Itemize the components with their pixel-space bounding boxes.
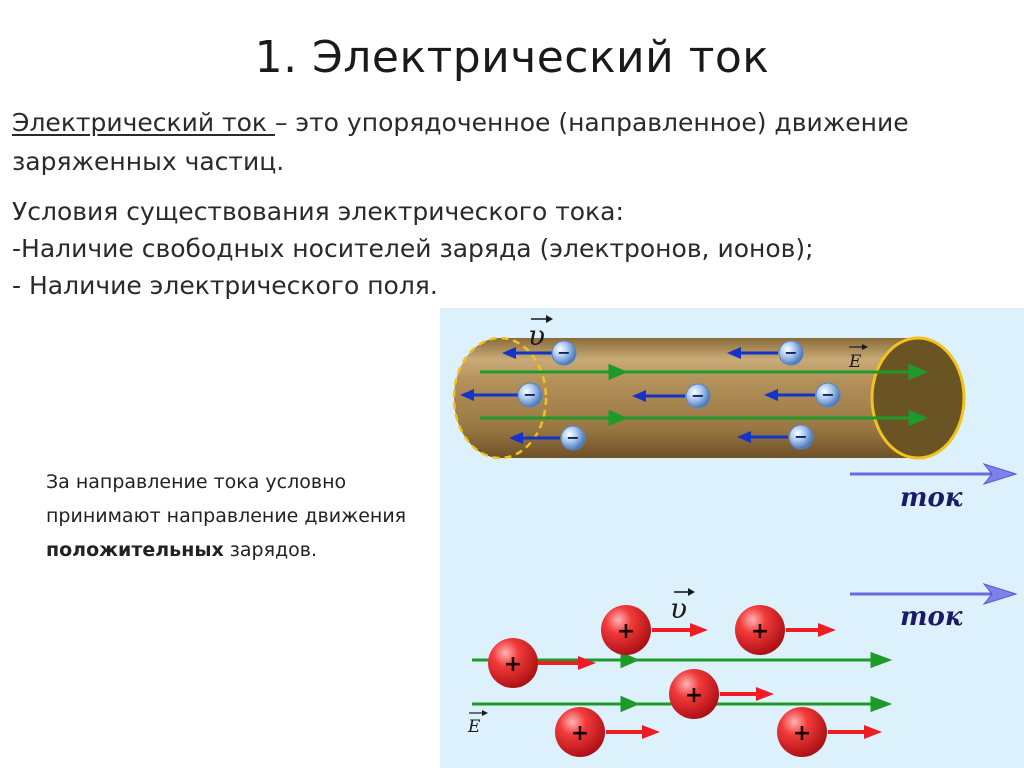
velocity-symbol: υ — [670, 592, 687, 625]
positive-charge: + — [669, 669, 774, 719]
electron: − — [509, 425, 586, 451]
conditions-block: Условия существования электрического ток… — [12, 193, 1012, 304]
definition-term: Электрический ток — [12, 108, 275, 137]
field-label-bottom: E — [467, 710, 488, 737]
electron: − — [502, 340, 577, 366]
definition-paragraph: Электрический ток – это упорядоченное (н… — [12, 103, 1012, 181]
velocity-symbol: υ — [528, 319, 545, 352]
electron-sign: − — [557, 343, 570, 362]
positive-charge: + — [601, 605, 708, 655]
velocity-label-bottom: υ — [670, 588, 695, 625]
current-illustration: − − − − — [440, 308, 1024, 768]
current-arrow-top: ток — [850, 463, 1018, 513]
electron: − — [460, 382, 543, 408]
current-label: ток — [900, 602, 963, 632]
positive-charge: + — [735, 605, 836, 655]
field-lines-conductor — [480, 363, 928, 427]
positive-charge: + — [488, 638, 596, 688]
current-label: ток — [900, 483, 963, 513]
proton-sign: + — [685, 683, 703, 708]
note-text-end: зарядов. — [223, 539, 318, 561]
electron-sign: − — [523, 385, 536, 404]
proton-sign: + — [504, 652, 522, 677]
field-symbol: E — [848, 352, 862, 372]
electron-sign: − — [794, 427, 807, 446]
electrons: − − − − — [460, 340, 841, 451]
note-bold-word: положительных — [46, 539, 224, 561]
electron: − — [727, 340, 804, 366]
positive-charge: + — [555, 707, 660, 757]
slide-title: 1. Электрический ток — [254, 32, 770, 83]
electron-sign: − — [566, 428, 579, 447]
conductor-left-end — [452, 336, 548, 460]
proton-sign: + — [571, 721, 589, 746]
condition-item-carriers: -Наличие свободных носителей заряда (эле… — [12, 234, 814, 263]
note-text-start: За направление тока условно принимают на… — [46, 471, 407, 527]
electron: − — [632, 383, 711, 409]
conductor-right-end — [870, 336, 966, 460]
electron-sign: − — [691, 386, 704, 405]
proton-sign: + — [617, 619, 635, 644]
conditions-heading: Условия существования электрического ток… — [12, 197, 624, 226]
positive-charge: + — [777, 707, 882, 757]
electron-sign: − — [821, 385, 834, 404]
definition-text: – это упорядоченное (направленное) движе… — [12, 108, 909, 176]
condition-item-field: - Наличие электрического поля. — [12, 271, 438, 300]
electron: − — [737, 424, 814, 450]
field-label-top: E — [848, 344, 868, 372]
proton-sign: + — [751, 619, 769, 644]
field-symbol: E — [467, 717, 481, 737]
proton-sign: + — [793, 721, 811, 746]
current-arrow-bottom: ток — [850, 583, 1018, 632]
electron: − — [764, 382, 841, 408]
direction-note: За направление тока условно принимают на… — [46, 465, 426, 567]
electron-sign: − — [784, 343, 797, 362]
positive-charges: + + + + — [488, 605, 882, 757]
velocity-label-top: υ — [528, 315, 553, 352]
